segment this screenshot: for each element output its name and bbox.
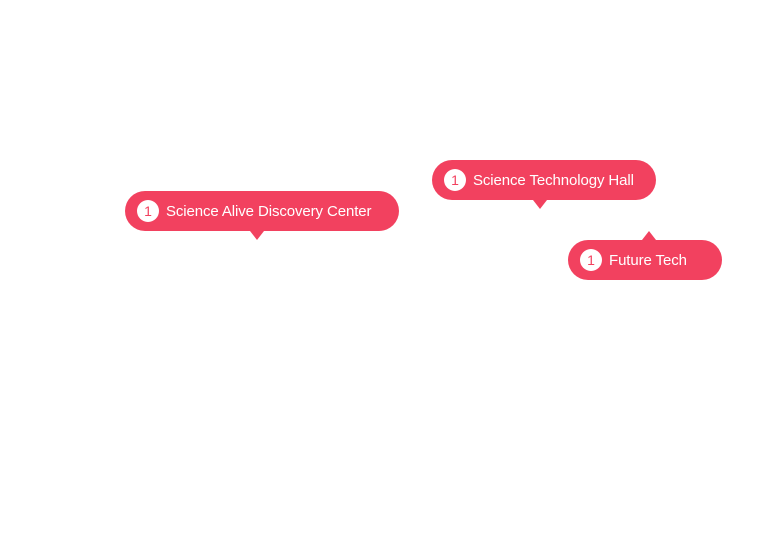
- map-marker-future-tech[interactable]: 1 Future Tech: [568, 231, 722, 280]
- marker-label: Science Technology Hall: [473, 171, 634, 189]
- map-marker-science-technology-hall[interactable]: 1 Science Technology Hall: [432, 160, 656, 209]
- marker-label: Future Tech: [609, 251, 687, 269]
- marker-pointer: [533, 200, 547, 209]
- marker-pointer: [642, 231, 656, 240]
- marker-count-badge: 1: [444, 169, 466, 191]
- map-marker-science-alive-discovery-center[interactable]: 1 Science Alive Discovery Center: [125, 191, 399, 240]
- marker-count-badge: 1: [580, 249, 602, 271]
- marker-label: Science Alive Discovery Center: [166, 202, 372, 220]
- marker-count-badge: 1: [137, 200, 159, 222]
- marker-pointer: [250, 231, 264, 240]
